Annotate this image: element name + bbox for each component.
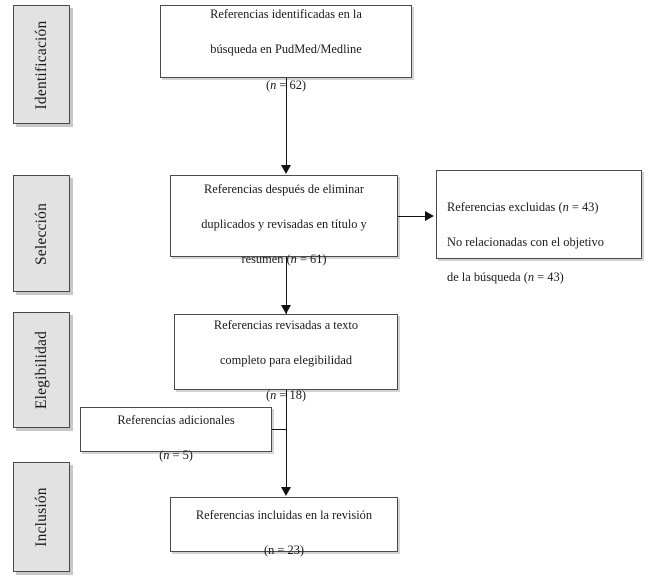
box-references-included-text: Referencias incluidas en la revisión (n … bbox=[171, 489, 397, 559]
connector-duplicates-to-excluded-arrowhead bbox=[425, 210, 434, 221]
excluded-line3-var: n bbox=[527, 270, 535, 285]
stage-label-seleccion: Selección bbox=[32, 202, 50, 265]
identified-line2: búsqueda en PudMed/Medline bbox=[210, 42, 362, 57]
box-after-duplicates-text: Referencias después de eliminar duplicad… bbox=[171, 163, 397, 269]
identified-count-var: n bbox=[270, 77, 277, 92]
box-references-identified: Referencias identificadas en la búsqueda… bbox=[160, 5, 412, 92]
box-references-excluded: Referencias excluidas (n = 43) No relaci… bbox=[436, 170, 642, 284]
connector-duplicates-to-excluded-line bbox=[398, 216, 426, 217]
connector-identified-to-duplicates-line bbox=[286, 78, 287, 166]
stage-box-identificacion: Identificación bbox=[13, 5, 70, 124]
fulltext-line2: completo para elegibilidad bbox=[219, 353, 353, 367]
box-references-identified-text: Referencias identificadas en la búsqueda… bbox=[161, 0, 411, 94]
stage-label-inclusion: Inclusión bbox=[32, 487, 50, 547]
duplicates-count: resumen (n = 61) bbox=[241, 252, 327, 267]
box-references-included: Referencias incluidas en la revisión (n … bbox=[170, 497, 398, 557]
box-additional-references-text: Referencias adicionales (n = 5) bbox=[81, 394, 271, 464]
identified-count: (n = 62) bbox=[265, 77, 307, 92]
excluded-line1-value: 43 bbox=[581, 199, 595, 214]
duplicates-line2: duplicados y revisadas en título y bbox=[201, 217, 367, 231]
identified-line1: Referencias identificadas en la bbox=[210, 7, 362, 22]
connector-identified-to-duplicates-arrowhead bbox=[280, 165, 291, 174]
box-additional-references: Referencias adicionales (n = 5) bbox=[80, 407, 272, 462]
included-line1: Referencias incluidas en la revisión bbox=[195, 507, 373, 522]
additional-count-value: 5 bbox=[182, 448, 189, 463]
connector-fulltext-to-included-line bbox=[286, 390, 287, 488]
additional-line1: Referencias adicionales bbox=[117, 412, 235, 427]
box-full-text-review: Referencias revisadas a texto completo p… bbox=[174, 314, 398, 402]
box-full-text-review-text: Referencias revisadas a texto completo p… bbox=[175, 299, 397, 405]
included-count-value: 23 bbox=[287, 543, 300, 558]
additional-count: (n = 5) bbox=[159, 448, 193, 463]
stage-label-elegibilidad: Elegibilidad bbox=[32, 330, 50, 410]
fulltext-count-var: n bbox=[270, 388, 277, 403]
additional-count-var: n bbox=[163, 448, 170, 463]
box-references-excluded-text: Referencias excluidas (n = 43) No relaci… bbox=[437, 181, 641, 287]
connector-duplicates-to-fulltext-arrowhead bbox=[280, 305, 291, 314]
excluded-line2: No relacionadas con el objetivo bbox=[447, 234, 604, 249]
excluded-line1: Referencias excluidas (n = 43) bbox=[447, 199, 599, 214]
connector-additional-to-spine bbox=[272, 429, 287, 430]
included-count-var: n bbox=[268, 543, 275, 558]
duplicates-count-value: 61 bbox=[310, 252, 323, 267]
box-after-duplicates: Referencias después de eliminar duplicad… bbox=[170, 175, 398, 266]
duplicates-count-var: n bbox=[290, 252, 297, 267]
identified-count-value: 62 bbox=[289, 77, 302, 92]
excluded-line3: de la búsqueda (n = 43) bbox=[447, 270, 564, 285]
connector-duplicates-to-fulltext-line bbox=[286, 257, 287, 314]
fulltext-count-value: 18 bbox=[289, 388, 302, 403]
fulltext-count: (n = 18) bbox=[265, 388, 307, 403]
excluded-line3-value: 43 bbox=[547, 270, 560, 285]
duplicates-line1: Referencias después de eliminar bbox=[204, 181, 364, 196]
excluded-line1-var: n bbox=[562, 199, 569, 214]
stage-label-identificacion: Identificación bbox=[32, 20, 50, 109]
included-count: (n = 23) bbox=[263, 543, 305, 558]
stage-box-seleccion: Selección bbox=[13, 175, 70, 292]
fulltext-line1: Referencias revisadas a texto bbox=[213, 317, 359, 332]
connector-fulltext-to-included-arrowhead bbox=[280, 487, 291, 496]
stage-box-elegibilidad: Elegibilidad bbox=[13, 312, 70, 428]
stage-box-inclusion: Inclusión bbox=[13, 462, 70, 572]
